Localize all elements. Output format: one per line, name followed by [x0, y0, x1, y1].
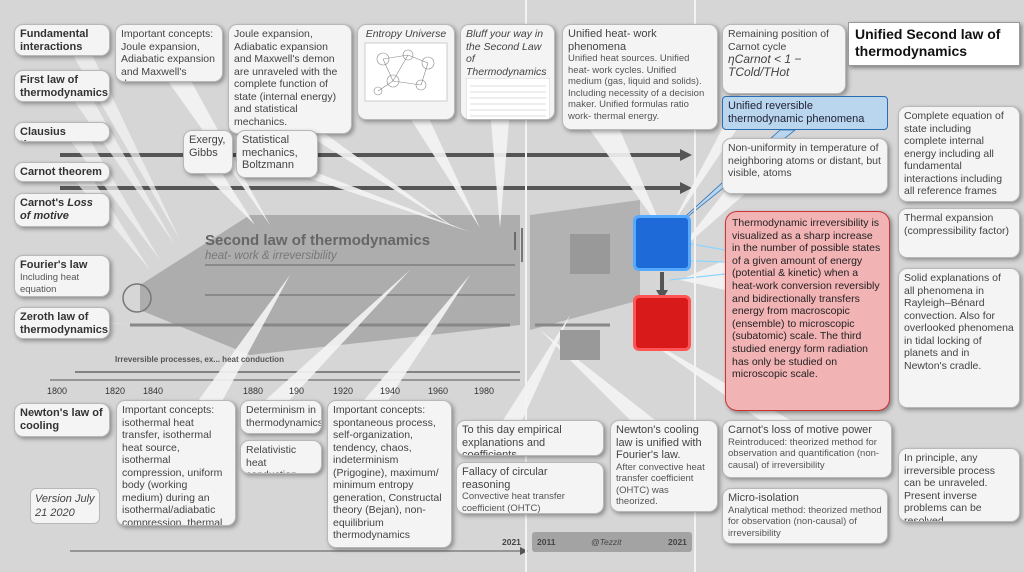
- carnot-loss-prefix: Carnot's: [20, 197, 68, 209]
- box-joule-expansion: Joule expansion, Adiabatic expansion and…: [228, 24, 352, 134]
- bottom-timeline-bar: [532, 532, 692, 552]
- micro-isolation-title: Micro-isolation: [728, 492, 799, 504]
- year-tick: 1940: [380, 386, 401, 396]
- divider-line-2011: [525, 0, 527, 572]
- box-remaining-carnot: Remaining position of Carnot cycle ηCarn…: [722, 24, 846, 94]
- small-grey-square-1: [570, 234, 610, 274]
- tail-statistical: [285, 170, 470, 232]
- year-tick: 1980: [474, 386, 495, 396]
- second-law-title: Second law of thermodynamics: [205, 232, 431, 249]
- box-empirical: To this day empirical explanations and c…: [456, 420, 604, 456]
- label-clausius-theorem: Clausius theorem: [14, 122, 110, 142]
- arrow-head-2: [680, 182, 692, 194]
- arrow-head-1: [680, 149, 692, 161]
- label-carnot-theorem: Carnot theorem: [14, 162, 110, 182]
- fourier-circle: [122, 283, 152, 313]
- tail-entropy: [405, 110, 480, 228]
- box-solid-explanations: Solid explanations of all phenomena in R…: [898, 268, 1020, 408]
- tail-joule: [300, 130, 455, 228]
- year-tick: 1820: [105, 386, 126, 396]
- version-label: Version July 21 2020: [30, 488, 100, 524]
- year-tick: 1800: [47, 386, 68, 396]
- divider-line-2021: [694, 0, 696, 572]
- tail-red-to-squares: [680, 260, 725, 290]
- label-zeroth-law: Zeroth law of thermodynamics: [14, 307, 110, 339]
- entropy-universe-thumbnail: [364, 42, 448, 101]
- newton-unified-title: Newton's cooling law is unified with Fou…: [616, 424, 702, 461]
- box-fallacy: Fallacy of circular reasoning Convective…: [456, 462, 604, 514]
- newton-unified-body: After convective heat transfer coefficie…: [616, 461, 705, 508]
- box-relativistic: Relativistic heat conduction: [240, 440, 322, 474]
- box-newton-unified: Newton's cooling law is unified with Fou…: [610, 420, 718, 512]
- remaining-text: Remaining position of Carnot cycle: [728, 28, 829, 53]
- timeline-handle: @Tezzit: [591, 537, 622, 547]
- box-important-concepts-1: Important concepts: Joule expansion, Adi…: [115, 24, 223, 82]
- box-micro-isolation: Micro-isolation Analytical method: theor…: [722, 488, 888, 544]
- second-law-wedge: [140, 215, 520, 355]
- box-unified-heat-work: Unified heat- work phenomena Unified hea…: [562, 24, 718, 130]
- box-thermodynamic-irreversibility: Thermodynamic irreversibility is visuali…: [725, 211, 890, 411]
- tail-exergy: [200, 170, 255, 225]
- irreversible-red-square: [633, 295, 691, 351]
- micro-isolation-body: Analytical method: theorized method for …: [728, 504, 882, 539]
- tail-important-2: [195, 275, 290, 405]
- year-tick: 190: [289, 386, 305, 396]
- box-non-uniformity: Non-uniformity in temperature of neighbo…: [722, 138, 888, 194]
- box-entropy-universe: Entropy Universe: [357, 24, 455, 120]
- fourier-subtitle: Including heat equation: [20, 272, 80, 295]
- box-unified-reversible: Unified reversible thermodynamic phenome…: [722, 96, 888, 130]
- carnot-reintro-body: Reintroduced: theorized method for obser…: [728, 436, 880, 471]
- box-thermal-expansion: Thermal expansion (compressibility facto…: [898, 208, 1020, 258]
- timeline-year-mid: 2011: [537, 537, 556, 547]
- tail-important-3: [360, 275, 470, 405]
- box-carnot-reintroduced: Carnot's loss of motive power Reintroduc…: [722, 420, 892, 478]
- fallacy-body: Convective heat transfer coefficient (OH…: [462, 491, 565, 514]
- unified-hw-title: Unified heat- work phenomena: [568, 28, 657, 53]
- small-grey-square-2: [560, 330, 600, 360]
- label-carnot-loss: Carnot's Loss of motive power: [14, 193, 110, 227]
- tail-unified-hw: [590, 130, 665, 235]
- tail-bluff: [490, 110, 510, 228]
- year-tick: 1840: [143, 386, 164, 396]
- box-statistical-mechanics: Statistical mechanics, Boltzmann: [236, 130, 318, 178]
- bluff-title: Bluff your way in the Second Law of Ther…: [466, 28, 547, 78]
- tail-empirical: [500, 315, 570, 425]
- cyan-ray-3: [669, 273, 726, 281]
- year-tick: 1880: [243, 386, 264, 396]
- box-exergy-gibbs: Exergy, Gibbs: [183, 130, 233, 174]
- label-fourier-law: Fourier's law Including heat equation: [14, 255, 110, 297]
- box-in-principle: In principle, any irreversible process c…: [898, 448, 1020, 522]
- bluff-table-thumbnail: [465, 77, 551, 119]
- box-important-concepts-3: Important concepts: spontaneous process,…: [327, 400, 452, 548]
- carnot-reintro-title: Carnot's loss of motive power: [728, 424, 872, 436]
- box-complete-equation: Complete equation of state including com…: [898, 106, 1020, 202]
- label-fundamental-interactions: Fundamental interactions: [14, 24, 110, 56]
- carnot-formula: ηCarnot < 1 − TCold/THot: [728, 52, 802, 79]
- box-determinism: Determinism in thermodynamics: [240, 400, 322, 434]
- label-newton-cooling: Newton's law of cooling: [14, 403, 110, 437]
- timeline-year-right: 2021: [668, 537, 687, 547]
- reversible-blue-square: [633, 215, 691, 271]
- fallacy-title: Fallacy of circular reasoning: [462, 466, 548, 491]
- unified-hw-body: Unified heat sources. Unified heat- work…: [568, 53, 705, 122]
- box-bluff-your-way: Bluff your way in the Second Law of Ther…: [460, 24, 555, 120]
- label-first-law: First law of thermodynamics: [14, 70, 110, 102]
- tail-determinism: [260, 270, 410, 405]
- year-tick: 1920: [333, 386, 354, 396]
- year-tick: 1960: [428, 386, 449, 396]
- fourier-title: Fourier's law: [20, 259, 88, 271]
- bottom-timeline-arrow: [520, 547, 528, 555]
- carnot-loss-italic: Loss of motive power: [20, 197, 93, 226]
- timeline-year-left: 2021: [502, 537, 521, 547]
- irreversible-processes-label: Irreversible processes, ex... heat condu…: [115, 355, 284, 364]
- box-unified-second-law: Unified Second law of thermodynamics: [848, 22, 1020, 66]
- box-important-concepts-2: Important concepts: isothermal heat tran…: [116, 400, 236, 526]
- second-law-subtitle: heat- work & irreversibility: [205, 250, 337, 262]
- entropy-universe-title: Entropy Universe: [365, 28, 447, 40]
